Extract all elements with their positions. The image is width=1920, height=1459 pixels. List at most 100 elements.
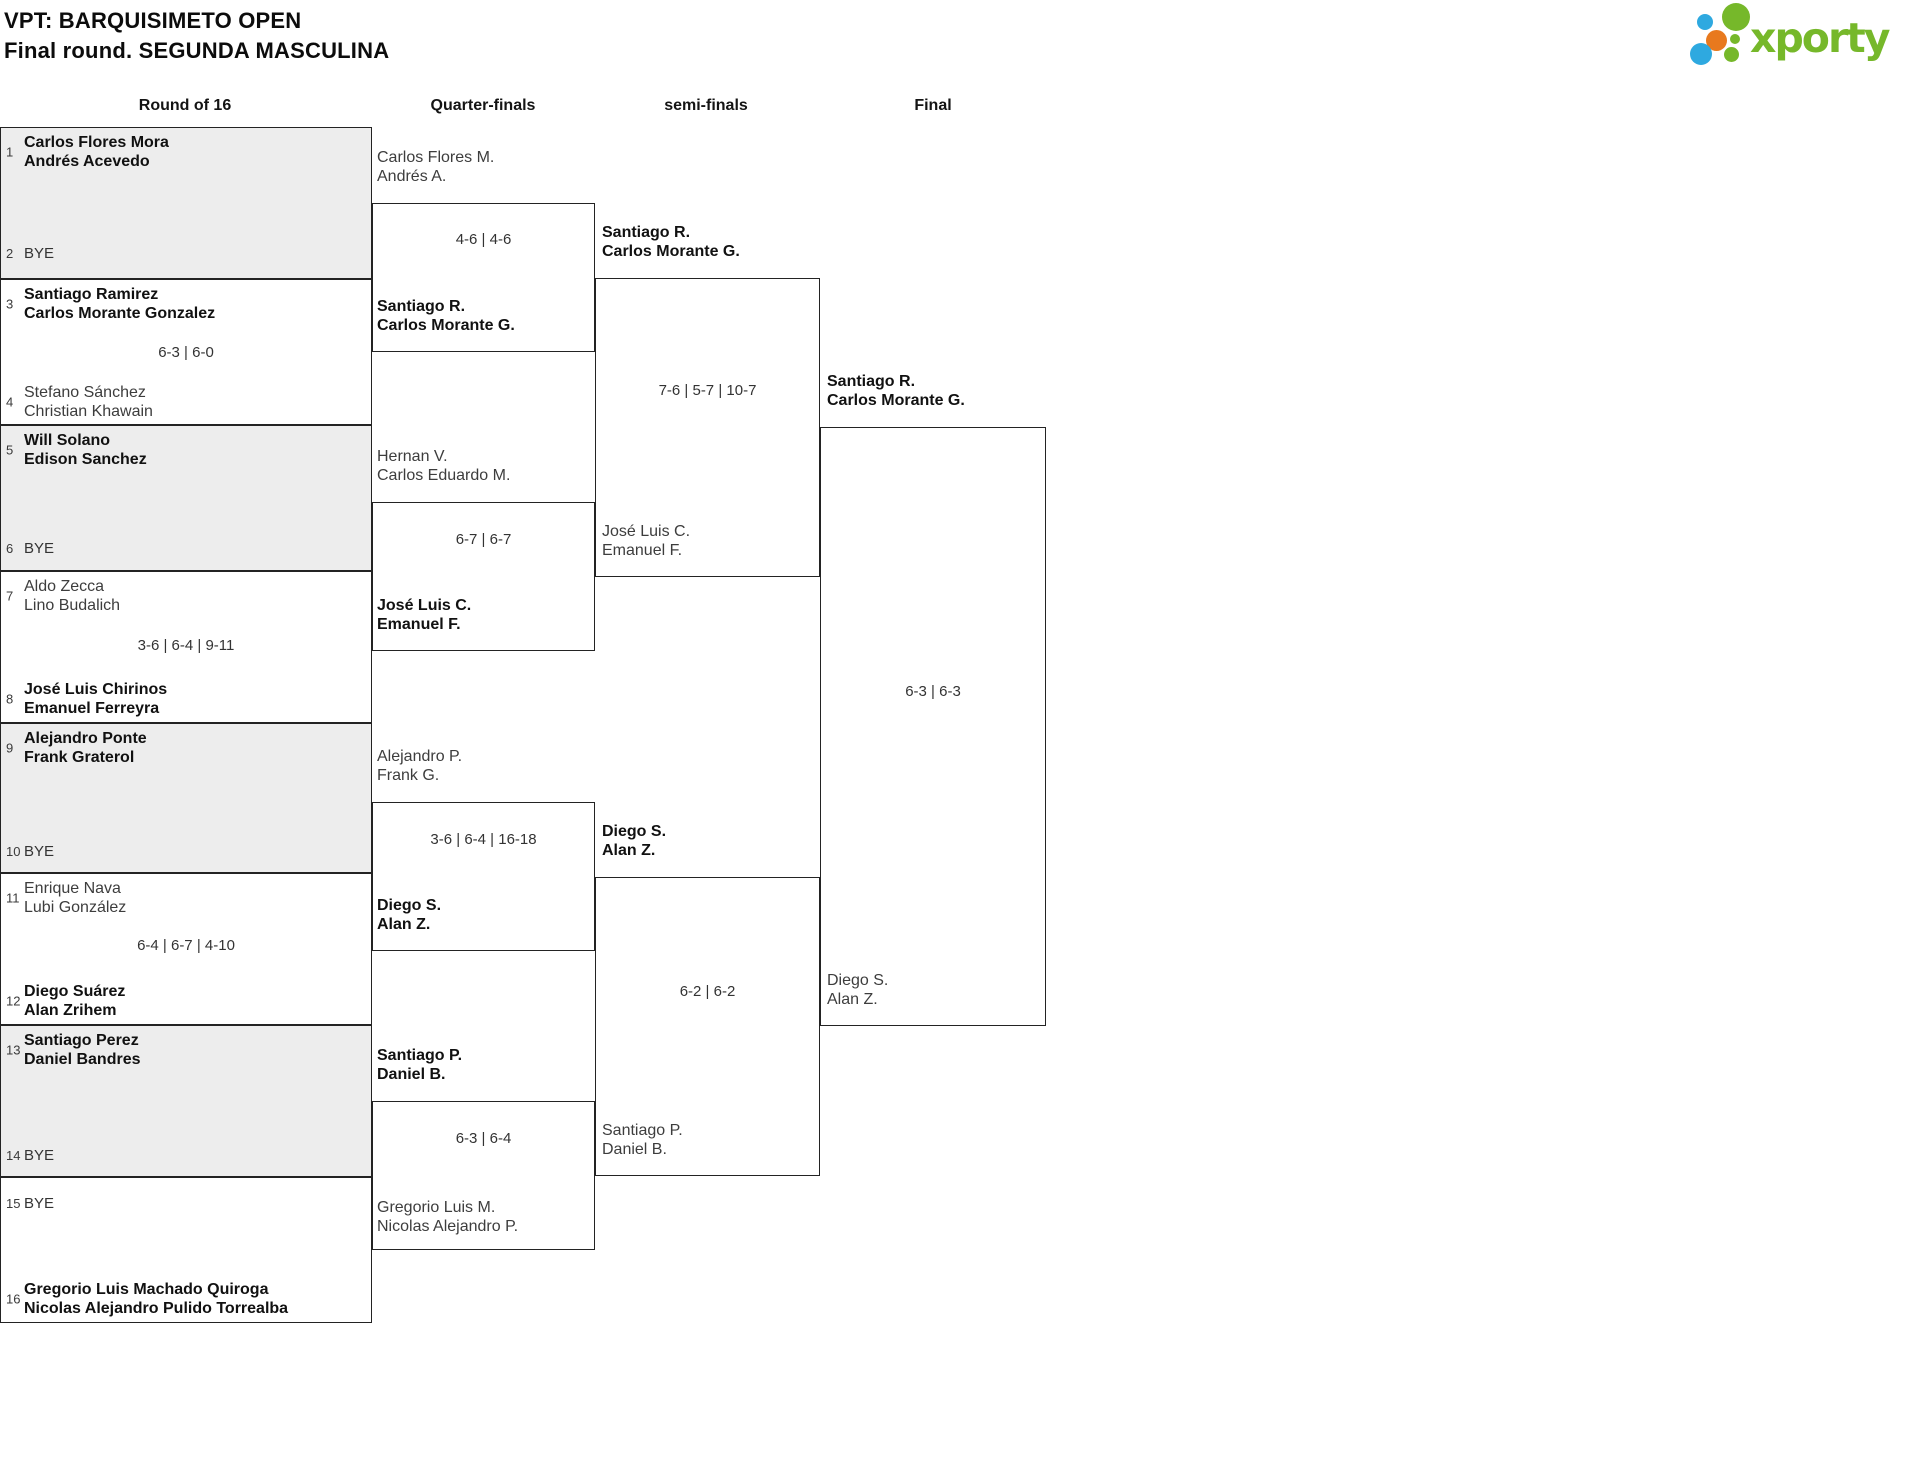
player-name: Lino Budalich (24, 597, 121, 614)
bye-label: BYE (24, 1147, 55, 1164)
r16-seed15-bye: 15 BYE (0, 1195, 372, 1213)
player-name: José Luis Chirinos (24, 681, 168, 698)
player-name: Emanuel F. (377, 616, 461, 633)
player-name: Santiago P. (377, 1047, 463, 1064)
r16-seed16-team: 16 Gregorio Luis Machado Quiroga Nicolas… (0, 1280, 372, 1318)
logo-dot-blue-large-icon (1690, 43, 1712, 65)
player-name: Alan Z. (377, 916, 431, 933)
r16-seed2-bye: 2 BYE (0, 245, 372, 263)
seed-number: 5 (6, 442, 14, 458)
qf4-bottom-team: Gregorio Luis M. Nicolas Alejandro P. (377, 1198, 592, 1236)
player-name: Alejandro P. (377, 748, 463, 765)
player-name: Diego S. (602, 823, 667, 840)
player-name: Diego S. (827, 972, 889, 989)
qf4-top-team: Santiago P. Daniel B. (377, 1046, 592, 1084)
player-name: Santiago Ramirez (24, 286, 159, 303)
logo-dot-blue-small-icon (1697, 14, 1713, 30)
r16-seed11-team: 11 Enrique Nava Lubi González (0, 879, 372, 917)
sf2-top-team: Diego S. Alan Z. (602, 822, 817, 860)
logo-dot-green-small-icon (1724, 47, 1739, 62)
player-name: Daniel B. (377, 1066, 446, 1083)
player-name: Carlos Eduardo M. (377, 467, 511, 484)
seed-number: 2 (6, 246, 14, 261)
seed-number: 10 (6, 844, 21, 859)
qf2-top-team: Hernan V. Carlos Eduardo M. (377, 447, 592, 485)
column-header-final: Final (914, 97, 952, 114)
player-name: Gregorio Luis Machado Quiroga (24, 1281, 269, 1298)
r16-seed7-team: 7 Aldo Zecca Lino Budalich (0, 577, 372, 615)
bye-label: BYE (24, 1195, 55, 1212)
qf1-top-team: Carlos Flores M. Andrés A. (377, 148, 592, 186)
seed-number: 11 (6, 890, 20, 906)
player-name: Santiago R. (602, 224, 691, 241)
player-name: Frank G. (377, 767, 440, 784)
final-match-box (820, 427, 1046, 1026)
seed-number: 12 (6, 993, 21, 1009)
page-title: VPT: BARQUISIMETO OPEN Final round. SEGU… (4, 6, 389, 66)
column-header-quarter-finals: Quarter-finals (430, 97, 536, 114)
logo-wordmark: xporty (1750, 14, 1891, 62)
seed-number: 16 (6, 1291, 21, 1307)
r16-seed6-bye: 6 BYE (0, 540, 372, 558)
player-name: Christian Khawain (24, 403, 153, 420)
player-name: Carlos Morante Gonzalez (24, 305, 216, 322)
r16-seed8-team: 8 José Luis Chirinos Emanuel Ferreyra (0, 680, 372, 718)
player-name: Nicolas Alejandro Pulido Torrealba (24, 1300, 289, 1317)
sf-match1-box (595, 278, 820, 577)
player-name: Aldo Zecca (24, 578, 105, 595)
column-header-semi-finals: semi-finals (664, 97, 748, 114)
r16-match6-box (0, 873, 372, 1025)
xporty-logo[interactable]: xporty (1688, 0, 1916, 76)
player-name: Lubi González (24, 899, 127, 916)
bye-label: BYE (24, 843, 55, 860)
r16-seed1-team: 1 Carlos Flores Mora Andrés Acevedo (0, 133, 372, 171)
qf3-top-team: Alejandro P. Frank G. (377, 747, 592, 785)
qf1-bottom-team: Santiago R. Carlos Morante G. (377, 297, 592, 335)
player-name: Diego Suárez (24, 983, 126, 1000)
player-name: José Luis C. (377, 597, 472, 614)
final-top-team: Santiago R. Carlos Morante G. (827, 372, 1042, 410)
logo-dot-orange-icon (1706, 30, 1727, 51)
r16-match3-box (0, 425, 372, 571)
qf-match2-box (372, 502, 595, 651)
qf3-bottom-team: Diego S. Alan Z. (377, 896, 592, 934)
r16-match2-score: 6-3 | 6-0 (158, 344, 214, 361)
sf1-score: 7-6 | 5-7 | 10-7 (658, 382, 757, 399)
qf2-score: 6-7 | 6-7 (455, 531, 512, 548)
r16-seed10-bye: 10 BYE (0, 843, 372, 861)
qf1-score: 4-6 | 4-6 (455, 231, 512, 248)
player-name: Emanuel Ferreyra (24, 700, 160, 717)
player-name: Carlos Morante G. (602, 243, 740, 260)
sf2-score: 6-2 | 6-2 (679, 983, 736, 1000)
seed-number: 7 (6, 588, 14, 604)
player-name: Carlos Flores M. (377, 149, 495, 166)
player-name: Andrés Acevedo (24, 153, 150, 170)
player-name: Alejandro Ponte (24, 730, 147, 747)
seed-number: 8 (6, 691, 14, 707)
player-name: Hernan V. (377, 448, 448, 465)
r16-match1-box (0, 127, 372, 279)
final-score: 6-3 | 6-3 (905, 683, 961, 700)
bye-label: BYE (24, 245, 55, 262)
sf1-top-team: Santiago R. Carlos Morante G. (602, 223, 817, 261)
r16-match7-box (0, 1025, 372, 1177)
r16-match4-score: 3-6 | 6-4 | 9-11 (137, 637, 235, 654)
player-name: Alan Z. (602, 842, 656, 859)
player-name: Santiago R. (827, 373, 916, 390)
qf3-score: 3-6 | 6-4 | 16-18 (430, 831, 537, 848)
player-name: José Luis C. (602, 523, 691, 540)
r16-seed14-bye: 14 BYE (0, 1147, 372, 1165)
seed-number: 15 (6, 1196, 21, 1211)
r16-seed4-team: 4 Stefano Sánchez Christian Khawain (0, 383, 372, 421)
seed-number: 1 (6, 144, 14, 160)
qf-match4-box (372, 1101, 595, 1250)
column-header-round-of-16: Round of 16 (138, 97, 232, 114)
player-name: Stefano Sánchez (24, 384, 146, 401)
r16-match4-box (0, 571, 372, 723)
player-name: Carlos Morante G. (377, 317, 515, 334)
player-name: Carlos Flores Mora (24, 134, 169, 151)
r16-match5-box (0, 723, 372, 873)
qf-match1-box (372, 203, 595, 352)
r16-seed9-team: 9 Alejandro Ponte Frank Graterol (0, 729, 372, 767)
player-name: Alan Zrihem (24, 1002, 117, 1019)
